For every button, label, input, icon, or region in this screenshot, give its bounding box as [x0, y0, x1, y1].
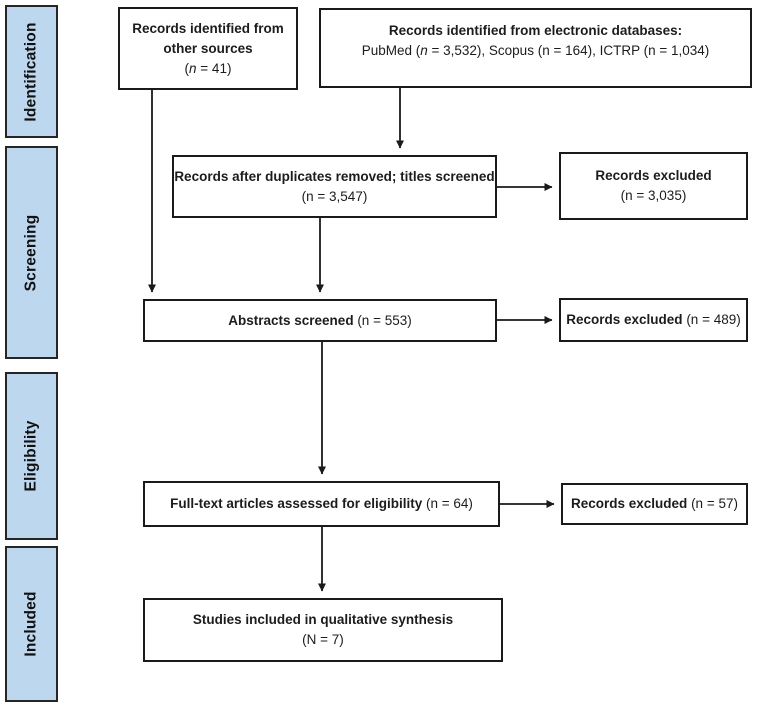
stage-eligibility: Eligibility [5, 372, 58, 540]
box-duplicates-removed-titles-screened: Records after duplicates removed; titles… [172, 155, 497, 218]
stage-label: Eligibility [22, 420, 40, 492]
stage-label: Included [22, 591, 40, 657]
box-text-line: Records excluded (n = 489) [566, 312, 741, 327]
box-text-line: (n = 3,547) [301, 188, 368, 204]
stage-screening: Screening [5, 146, 58, 359]
box-text-line: Full-text articles assessed for eligibil… [170, 496, 473, 511]
stage-label: Identification [22, 21, 40, 122]
box-text-line: Records excluded [595, 168, 712, 183]
stage-included: Included [5, 546, 58, 702]
box-records-excluded-titles: Records excluded (n = 3,035) [559, 152, 748, 220]
box-records-excluded-fulltext: Records excluded (n = 57) [561, 483, 748, 525]
box-text-line: Records after duplicates removed; titles… [174, 168, 495, 184]
box-text-line: (n = 3,035) [620, 188, 687, 203]
box-text-line: Studies included in qualitative synthesi… [192, 612, 454, 627]
box-records-other-sources: Records identified from other sources (n =… [118, 7, 298, 90]
box-text-line: Abstracts screened (n = 553) [228, 312, 412, 328]
stage-identification: Identification [5, 5, 58, 138]
box-text-line: Records identified from [132, 20, 284, 36]
box-text-line: Records excluded (n = 57) [571, 496, 738, 511]
box-text-line: (n = 41) [184, 60, 232, 76]
box-text-line: PubMed (n = 3,532), Scopus (n = 164), IC… [361, 43, 710, 58]
box-records-excluded-abstracts: Records excluded (n = 489) [559, 298, 748, 342]
box-text-line: (N = 7) [302, 632, 344, 647]
box-records-electronic-databases: Records identified from electronic datab… [319, 8, 752, 88]
box-studies-included: Studies included in qualitative synthesi… [143, 598, 503, 662]
box-text-line: other sources [163, 40, 253, 56]
stage-label: Screening [22, 214, 40, 291]
box-fulltext-assessed: Full-text articles assessed for eligibil… [143, 481, 500, 527]
box-abstracts-screened: Abstracts screened (n = 553) [143, 299, 497, 342]
box-text-line: Records identified from electronic datab… [388, 23, 683, 38]
